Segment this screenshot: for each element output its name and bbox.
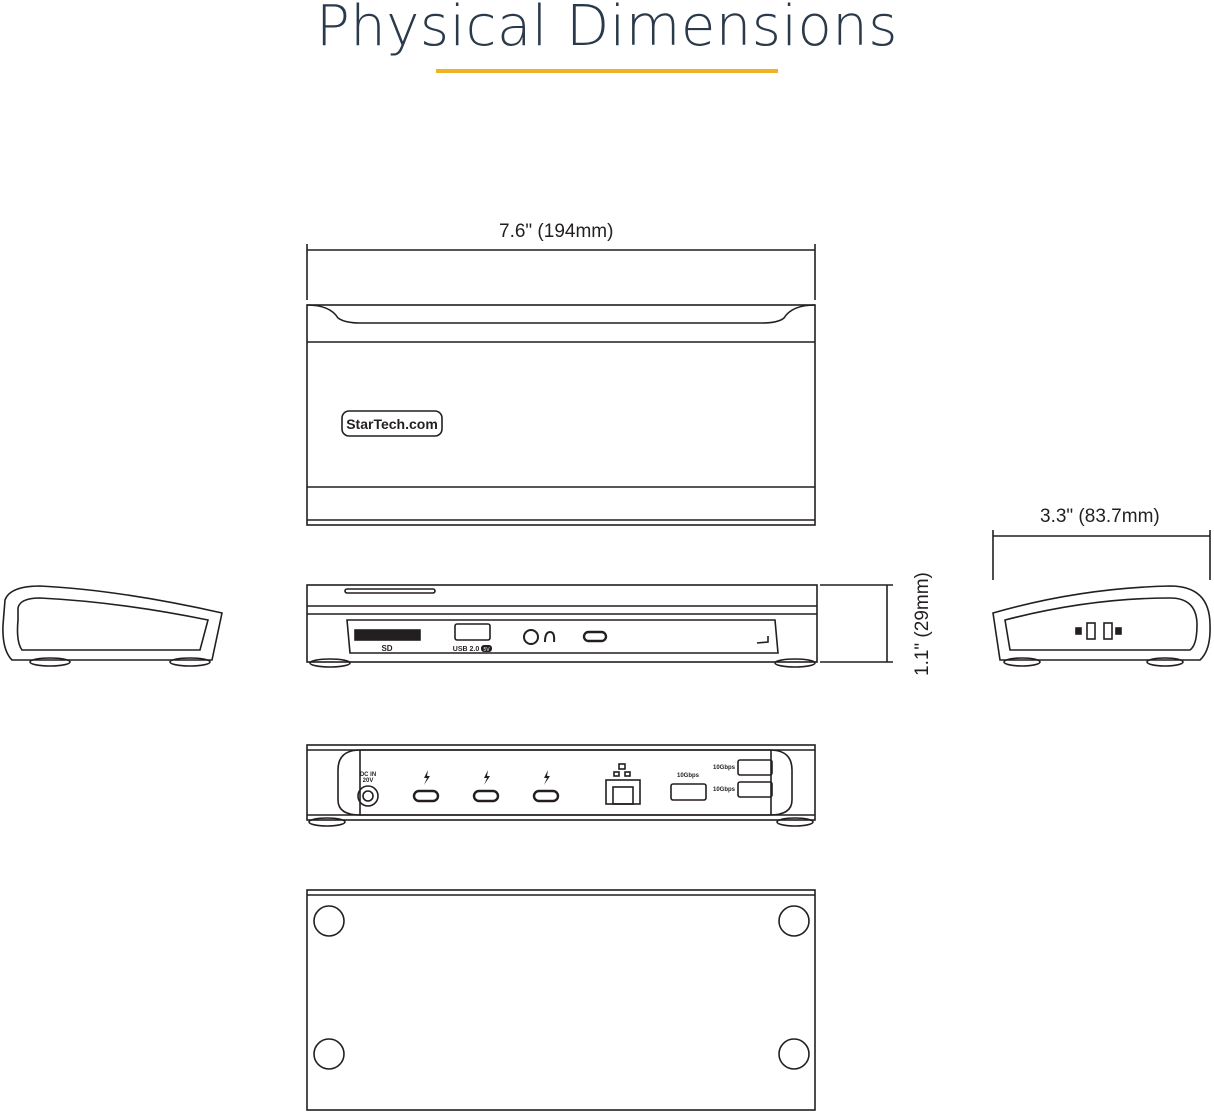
width-dimension-line	[306, 244, 816, 300]
depth-dimension-label: 3.3" (83.7mm)	[1040, 506, 1160, 527]
sd-slot-label: SD	[381, 644, 392, 653]
height-dimension-line	[820, 584, 893, 663]
top-view: StarTech.com	[306, 304, 816, 526]
rear-view: DC IN 20V 10Gbps 10Gbps 10Gbps	[306, 744, 816, 827]
right-side-view	[992, 530, 1211, 667]
title-underline	[436, 69, 778, 73]
thunderbolt-icons	[424, 770, 550, 785]
bottom-view	[306, 889, 816, 1111]
page-title: Physical Dimensions	[316, 0, 898, 59]
usb-c-port	[582, 630, 608, 643]
ethernet-port	[605, 763, 641, 805]
dc-in-label: DC IN	[360, 772, 376, 778]
width-dimension-label: 7.6" (194mm)	[499, 221, 614, 242]
usb-a-bottom-speed-label: 10Gbps	[713, 787, 736, 793]
dc-voltage-label: 20V	[363, 778, 374, 784]
left-side-view	[2, 585, 223, 667]
usb-a-speed-label: 10Gbps	[677, 773, 700, 779]
usb2-power-badge: 5V	[483, 647, 490, 653]
headphone-icon	[544, 630, 556, 643]
thunderbolt-ports	[412, 789, 560, 803]
usb-a-top-speed-label: 10Gbps	[713, 765, 736, 771]
front-view: SD USB 2.0 5V	[306, 584, 818, 668]
usb2-port-label: USB 2.0	[453, 646, 480, 653]
brand-logo: StarTech.com	[346, 416, 438, 432]
